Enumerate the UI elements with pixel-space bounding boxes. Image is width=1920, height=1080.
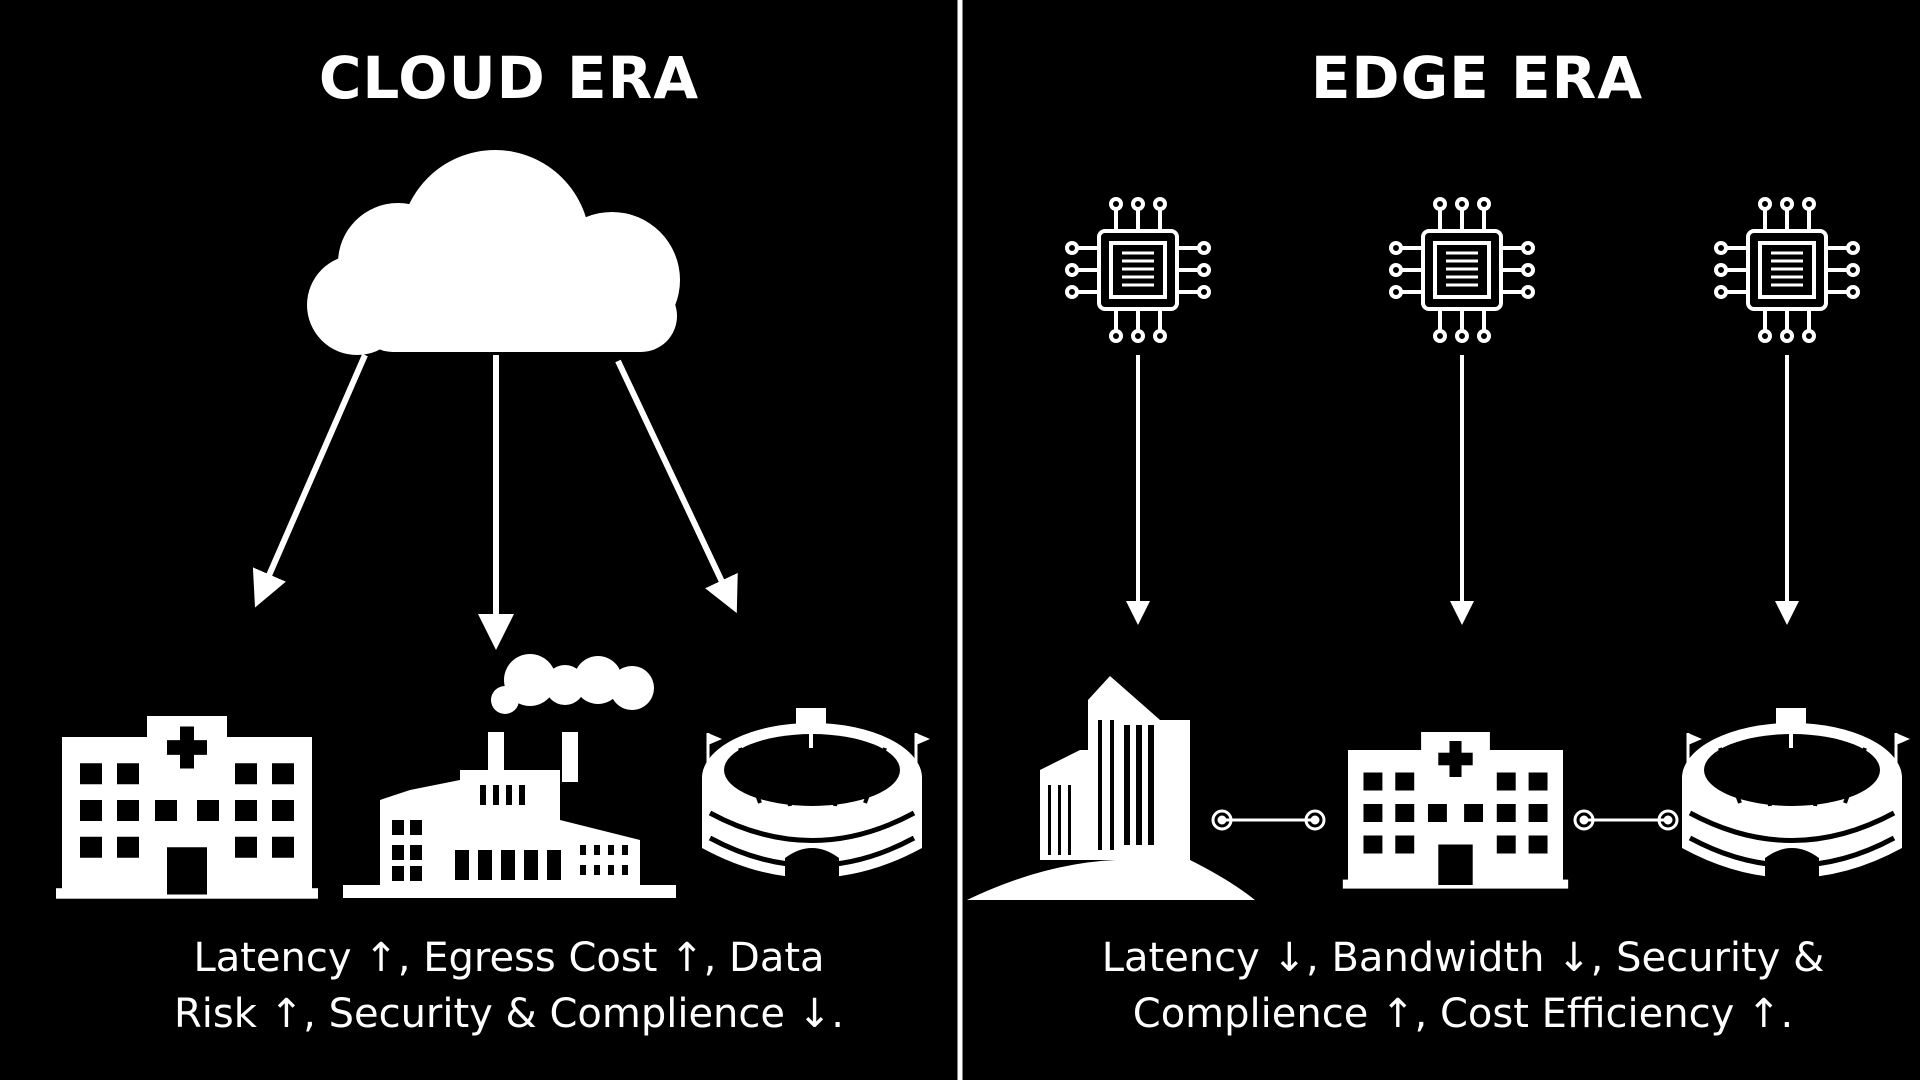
connector-icon bbox=[1573, 809, 1679, 831]
factory-icon bbox=[343, 654, 676, 898]
cloud-arrows bbox=[252, 353, 738, 650]
cloud-era-title: CLOUD ERA bbox=[318, 44, 700, 112]
chip-icon bbox=[1714, 197, 1860, 343]
chip-icon bbox=[1065, 197, 1211, 343]
caption-line: Latency ↑, Egress Cost ↑, Data bbox=[193, 935, 825, 981]
caption-line: Latency ↓, Bandwidth ↓, Security & bbox=[1101, 935, 1825, 981]
cloud-era-caption: Latency ↑, Egress Cost ↑, Data Risk ↑, S… bbox=[99, 930, 919, 1042]
hospital-icon bbox=[56, 716, 318, 899]
connector-icon bbox=[1211, 809, 1326, 831]
office-building-icon bbox=[967, 676, 1255, 900]
stadium-icon bbox=[1682, 708, 1910, 893]
edge-era-caption: Latency ↓, Bandwidth ↓, Security & Compl… bbox=[1053, 930, 1873, 1042]
edge-era-title: EDGE ERA bbox=[1310, 44, 1644, 112]
hospital-icon bbox=[1342, 732, 1569, 889]
caption-line: Complience ↑, Cost Efficiency ↑. bbox=[1132, 991, 1794, 1037]
stadium-icon bbox=[702, 708, 930, 893]
cloud-icon bbox=[307, 150, 680, 355]
arrow-icon bbox=[252, 353, 368, 608]
arrow-icon bbox=[615, 359, 738, 614]
chip-icon bbox=[1389, 197, 1535, 343]
caption-line: Risk ↑, Security & Complience ↓. bbox=[174, 991, 844, 1037]
